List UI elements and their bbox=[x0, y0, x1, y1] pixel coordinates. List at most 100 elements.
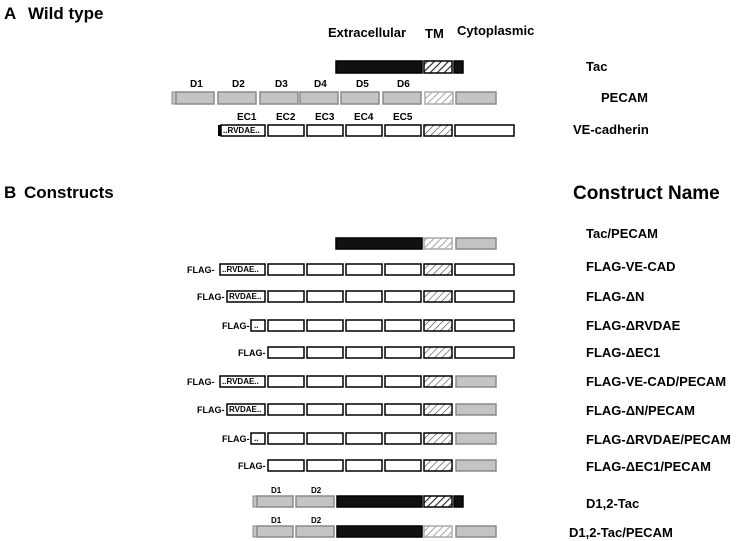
cad-ec3-box bbox=[306, 263, 344, 276]
cad-tm-box bbox=[423, 319, 453, 332]
cad-ec2-box bbox=[267, 124, 305, 137]
pecam-cyto-box bbox=[455, 375, 497, 388]
construct-row: FLAG- RVDAE.. FLAG-ΔN/PECAM bbox=[197, 403, 695, 418]
cad-ec4-box bbox=[345, 432, 383, 445]
d1-label: D1 bbox=[271, 516, 282, 525]
rvdae-text: ..RVDAE.. bbox=[222, 377, 259, 386]
tac-cytoplasmic-box bbox=[453, 60, 464, 74]
pecam-d1-box bbox=[175, 91, 215, 105]
tac-tm-box bbox=[423, 495, 453, 508]
cad-ec2-box bbox=[267, 432, 305, 445]
tac-extracellular-box bbox=[335, 60, 423, 74]
rvdae-text: ..RVDAE.. bbox=[222, 265, 259, 274]
row-ve-cadherin: EC1 EC2 EC3 EC4 EC5 ..RVDAE.. VE-cadheri… bbox=[218, 112, 649, 137]
pecam-cyto-box bbox=[455, 91, 497, 105]
cad-tm-box bbox=[423, 346, 453, 359]
cad-tm-box bbox=[423, 263, 453, 276]
cad-ec2-box bbox=[267, 346, 305, 359]
tac-extracellular-box bbox=[336, 495, 423, 508]
cad-ec5-box bbox=[384, 124, 422, 137]
construct-row: Tac/PECAM bbox=[335, 226, 658, 250]
cad-cyto-box bbox=[454, 290, 515, 303]
cad-ec3-box bbox=[306, 124, 344, 137]
cad-ec1-box bbox=[226, 403, 266, 416]
row-name-tac: Tac bbox=[586, 59, 607, 74]
pecam-cyto-box bbox=[455, 459, 497, 472]
cad-cyto-box bbox=[454, 346, 515, 359]
tac-cytoplasmic-box bbox=[453, 495, 464, 508]
cad-ec2-box bbox=[267, 403, 305, 416]
region-cytoplasmic-label: Cytoplasmic bbox=[457, 23, 534, 38]
pecam-d5-box bbox=[340, 91, 380, 105]
cad-ec4-box bbox=[345, 290, 383, 303]
cad-ec1-box bbox=[226, 290, 266, 303]
cad-ec4-box bbox=[345, 459, 383, 472]
construct-row: D1 D2 D1,2-Tac/PECAM bbox=[252, 516, 673, 540]
construct-row: FLAG- ..RVDAE.. FLAG-VE-CAD bbox=[187, 259, 676, 276]
cad-ec3-label: EC3 bbox=[315, 112, 335, 123]
pecam-d2-box bbox=[295, 525, 335, 538]
row-name-ve-cadherin: VE-cadherin bbox=[573, 122, 649, 137]
cad-tm-box bbox=[423, 432, 453, 445]
panel-b-letter: B bbox=[4, 183, 16, 202]
cad-ec2-label: EC2 bbox=[276, 112, 296, 123]
panel-a-title: Wild type bbox=[28, 4, 103, 23]
construct-name: Tac/PECAM bbox=[586, 226, 658, 241]
construct-name-header: Construct Name bbox=[573, 183, 720, 204]
pecam-d6-box bbox=[382, 91, 422, 105]
flag-tag-label: FLAG- bbox=[222, 321, 250, 331]
construct-row: FLAG- .. FLAG-ΔRVDAE/PECAM bbox=[222, 432, 731, 447]
flag-tag-label: FLAG- bbox=[197, 292, 225, 302]
rvdae-text: RVDAE.. bbox=[229, 292, 261, 301]
cad-ec5-box bbox=[384, 459, 422, 472]
cad-ec5-box bbox=[384, 319, 422, 332]
flag-tag-label: FLAG- bbox=[222, 434, 250, 444]
cad-tm-box bbox=[423, 290, 453, 303]
cad-ec2-box bbox=[267, 319, 305, 332]
pecam-d3-label: D3 bbox=[275, 79, 288, 90]
construct-name: FLAG-ΔEC1 bbox=[586, 345, 660, 360]
pecam-d1-box bbox=[256, 495, 294, 508]
cad-ec4-box bbox=[345, 124, 383, 137]
cad-ec5-box bbox=[384, 432, 422, 445]
panel-a-letter: A bbox=[4, 4, 16, 23]
cad-cyto-box bbox=[454, 319, 515, 332]
cad-cyto-box bbox=[454, 124, 515, 137]
d2-label: D2 bbox=[311, 516, 322, 525]
pecam-cyto-box bbox=[455, 403, 497, 416]
construct-name: FLAG-VE-CAD bbox=[586, 259, 676, 274]
cad-ec1-label: EC1 bbox=[237, 112, 257, 123]
construct-row: D1 D2 D1,2-Tac bbox=[252, 486, 639, 511]
rvdae-text: .. bbox=[254, 434, 258, 443]
construct-name: D1,2-Tac/PECAM bbox=[569, 525, 673, 540]
pecam-d3-box bbox=[259, 91, 299, 105]
cad-ec1-box bbox=[250, 319, 266, 332]
cad-ec1-box bbox=[250, 432, 266, 445]
cad-tm-box bbox=[423, 403, 453, 416]
pecam-d2-box bbox=[295, 495, 335, 508]
pecam-d4-box bbox=[299, 91, 339, 105]
construct-name: FLAG-ΔN/PECAM bbox=[586, 403, 695, 418]
construct-name: FLAG-ΔRVDAE/PECAM bbox=[586, 432, 731, 447]
pecam-tm-box bbox=[423, 525, 453, 538]
construct-row: FLAG- .. FLAG-ΔRVDAE bbox=[222, 318, 681, 333]
cad-ec4-box bbox=[345, 375, 383, 388]
cad-rvdae-text: ..RVDAE.. bbox=[223, 126, 260, 135]
pecam-d1-label: D1 bbox=[190, 79, 203, 90]
cad-tm-box bbox=[423, 459, 453, 472]
cad-tm-box bbox=[423, 375, 453, 388]
cad-ec5-box bbox=[384, 263, 422, 276]
pecam-d4-label: D4 bbox=[314, 79, 327, 90]
cad-ec2-box bbox=[267, 375, 305, 388]
cad-ec3-box bbox=[306, 319, 344, 332]
construct-row: FLAG- ..RVDAE.. FLAG-VE-CAD/PECAM bbox=[187, 374, 726, 389]
cad-ec3-box bbox=[306, 346, 344, 359]
cad-ec2-box bbox=[267, 459, 305, 472]
flag-tag-label: FLAG- bbox=[238, 348, 266, 358]
cad-signal-box bbox=[218, 125, 221, 136]
cad-ec5-box bbox=[384, 290, 422, 303]
construct-name: FLAG-VE-CAD/PECAM bbox=[586, 374, 726, 389]
cad-ec5-box bbox=[384, 403, 422, 416]
panel-b-title: Constructs bbox=[24, 183, 114, 202]
